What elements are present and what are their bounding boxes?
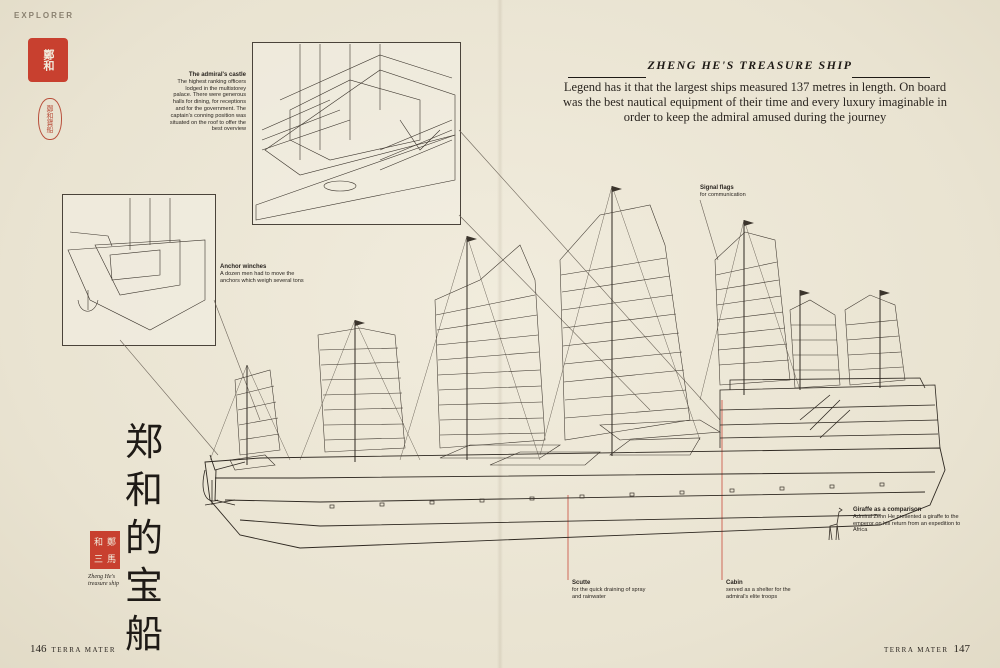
seal-stamp: 鄭和 (28, 38, 68, 82)
chinese-char: 郑 (124, 420, 163, 464)
magazine-name-right: TERRA MATER (883, 646, 949, 654)
title-rule-left (568, 77, 646, 78)
giraffe-comparison-label: Giraffe as a comparison Admiral Zehn He … (853, 507, 961, 534)
magazine-name-left: TERRA MATER (51, 646, 117, 654)
cabin-label: Cabin served as a shelter for the admira… (726, 580, 791, 600)
folio-left: 146 TERRA MATER (30, 643, 116, 655)
signal-flags-label: Signal flags for communication (700, 185, 746, 198)
section-tag: EXPLORER (14, 11, 75, 20)
seal-caption: Zheng He's treasure ship (88, 574, 120, 587)
chinese-char: 宝 (124, 564, 163, 608)
page-gutter (497, 0, 503, 668)
chinese-char: 船 (124, 612, 163, 656)
title-rule-right (852, 77, 930, 78)
page-number-left: 146 (30, 643, 47, 655)
anchor-winch-inset (62, 194, 216, 346)
anchor-winches-label: Anchor winches A dozen men had to move t… (220, 264, 304, 284)
page-number-right: 147 (953, 643, 971, 655)
folio-right: TERRA MATER 147 (884, 643, 970, 655)
admirals-castle-label: The admiral's castle The highest ranking… (169, 72, 246, 133)
intro-text: Legend has it that the largest ships mea… (563, 80, 947, 124)
page-title: ZHENG HE'S TREASURE SHIP (647, 58, 853, 72)
scuttle-row (329, 482, 885, 509)
chinese-vertical-title: 郑 和 的 宝 船 (122, 418, 166, 658)
oval-seal-stamp: 鄭和寶船 (38, 98, 62, 140)
red-name-seal: 和 鄭 三 馬 (90, 531, 120, 569)
chinese-char: 的 (124, 516, 163, 560)
giraffe-icon (828, 507, 843, 541)
chinese-char: 和 (124, 468, 163, 512)
admirals-castle-inset (252, 42, 461, 225)
scuttle-label: Scutte for the quick draining of spray a… (572, 580, 646, 600)
